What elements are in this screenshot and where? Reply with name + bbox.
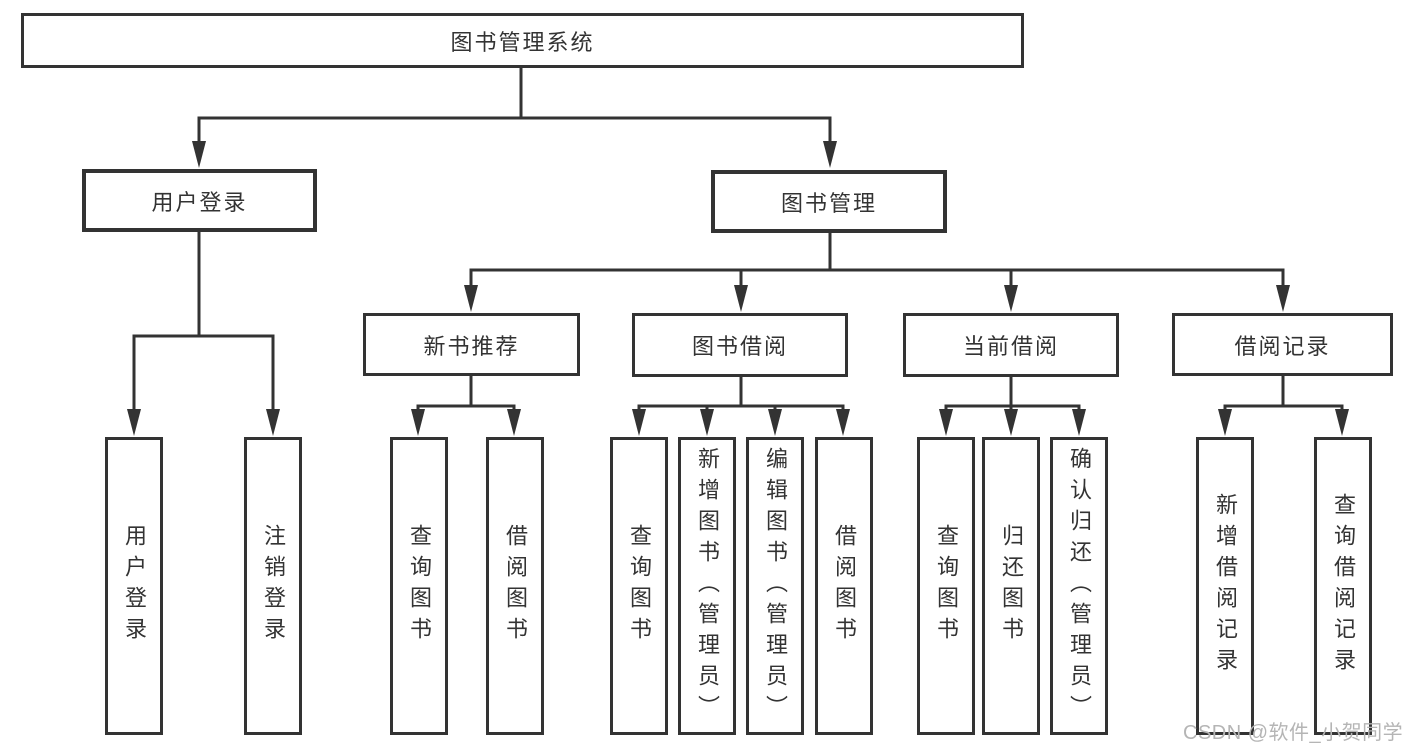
node-borrow-records: 借阅记录 bbox=[1172, 313, 1393, 376]
leaf-cb-return-book-label: 归还图书 bbox=[999, 524, 1024, 648]
arrow-to-leaf-br-add-record bbox=[1218, 409, 1232, 436]
arrow-to-leaf-bb-edit-book bbox=[768, 409, 782, 436]
node-user-login: 用户登录 bbox=[82, 169, 317, 232]
leaf-user-login-label: 用户登录 bbox=[122, 524, 147, 648]
arrow-to-book-borrow bbox=[734, 285, 748, 312]
leaf-br-query-record: 查询借阅记录 bbox=[1314, 437, 1372, 735]
leaf-rec-query-book-label: 查询图书 bbox=[407, 524, 432, 648]
leaf-bb-query-book: 查询图书 bbox=[610, 437, 668, 735]
leaf-cb-confirm-return-label: 确认归还（管理员） bbox=[1067, 446, 1092, 726]
tree-edges bbox=[132, 68, 1344, 411]
arrow-to-leaf-cb-return-book bbox=[1004, 409, 1018, 436]
leaf-bb-add-book-label: 新增图书（管理员） bbox=[695, 446, 720, 726]
node-root: 图书管理系统 bbox=[21, 13, 1024, 68]
leaf-rec-borrow-book: 借阅图书 bbox=[486, 437, 544, 735]
leaf-bb-add-book: 新增图书（管理员） bbox=[678, 437, 736, 735]
leaf-cb-confirm-return: 确认归还（管理员） bbox=[1050, 437, 1108, 735]
node-book-borrow: 图书借阅 bbox=[632, 313, 848, 377]
node-user-login-label: 用户登录 bbox=[151, 189, 248, 215]
leaf-logout-label: 注销登录 bbox=[261, 524, 286, 648]
arrow-to-leaf-cb-query-book bbox=[939, 409, 953, 436]
node-borrow-records-label: 借阅记录 bbox=[1234, 333, 1331, 359]
leaf-bb-query-book-label: 查询图书 bbox=[627, 524, 652, 648]
leaf-br-add-record-label: 新增借阅记录 bbox=[1213, 493, 1238, 679]
arrow-to-leaf-br-query-record bbox=[1335, 409, 1349, 436]
leaf-rec-query-book: 查询图书 bbox=[390, 437, 448, 735]
node-book-management-label: 图书管理 bbox=[780, 190, 877, 216]
arrow-to-leaf-bb-add-book bbox=[700, 409, 714, 436]
arrow-to-borrow-records bbox=[1276, 285, 1290, 312]
node-current-borrow: 当前借阅 bbox=[903, 313, 1119, 377]
arrow-to-leaf-bb-query-book bbox=[632, 409, 646, 436]
arrow-to-book-management bbox=[823, 141, 837, 168]
leaf-bb-borrow-book: 借阅图书 bbox=[815, 437, 873, 735]
leaf-br-add-record: 新增借阅记录 bbox=[1196, 437, 1254, 735]
node-root-label: 图书管理系统 bbox=[450, 29, 595, 55]
node-new-book-recommend: 新书推荐 bbox=[363, 313, 580, 376]
leaf-cb-query-book: 查询图书 bbox=[917, 437, 975, 735]
arrow-to-leaf-bb-borrow-book bbox=[836, 409, 850, 436]
leaf-bb-edit-book: 编辑图书（管理员） bbox=[746, 437, 804, 735]
node-new-book-recommend-label: 新书推荐 bbox=[423, 333, 520, 359]
arrow-to-leaf-rec-query-book bbox=[411, 409, 425, 436]
leaf-cb-return-book: 归还图书 bbox=[982, 437, 1040, 735]
arrow-to-leaf-user-login bbox=[127, 409, 141, 436]
leaf-br-query-record-label: 查询借阅记录 bbox=[1331, 493, 1356, 679]
arrow-to-user-login bbox=[192, 141, 206, 168]
arrow-to-leaf-cb-confirm-return bbox=[1072, 409, 1086, 436]
arrow-to-leaf-logout bbox=[266, 409, 280, 436]
leaf-rec-borrow-book-label: 借阅图书 bbox=[503, 524, 528, 648]
arrow-to-leaf-rec-borrow-book bbox=[507, 409, 521, 436]
leaf-cb-query-book-label: 查询图书 bbox=[934, 524, 959, 648]
node-book-borrow-label: 图书借阅 bbox=[691, 334, 788, 359]
csdn-watermark: CSDN @软件_小贺同学 bbox=[1183, 722, 1404, 744]
node-book-management: 图书管理 bbox=[711, 170, 947, 233]
leaf-user-login: 用户登录 bbox=[105, 437, 163, 735]
arrow-to-new-book-recommend bbox=[464, 285, 478, 312]
leaf-bb-borrow-book-label: 借阅图书 bbox=[832, 524, 857, 648]
leaf-bb-edit-book-label: 编辑图书（管理员） bbox=[763, 446, 788, 726]
node-current-borrow-label: 当前借阅 bbox=[962, 334, 1059, 359]
arrow-to-current-borrow bbox=[1004, 285, 1018, 312]
leaf-logout: 注销登录 bbox=[244, 437, 302, 735]
